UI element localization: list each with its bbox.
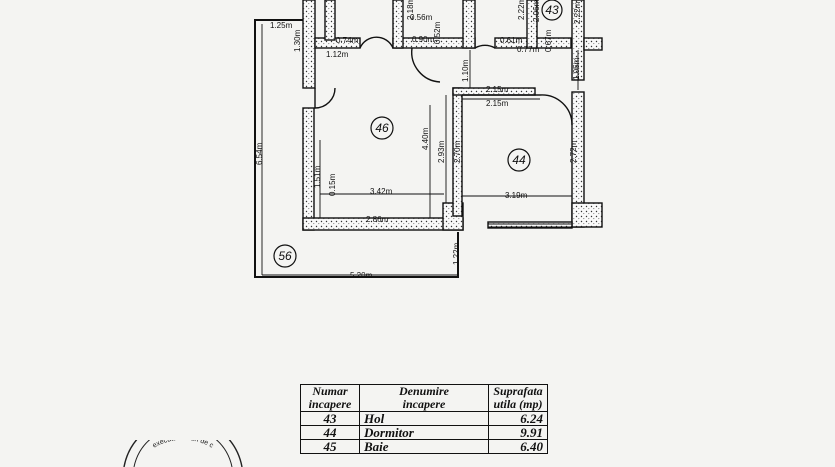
dim-label: 2.22m (517, 0, 526, 20)
dim-label: 2.86m (366, 215, 389, 224)
dim-label: 1.06m (572, 57, 581, 80)
dim-label: 2.06m (532, 0, 541, 22)
dim-label: 0.77m (517, 45, 540, 54)
cell-room-name: Hol (359, 411, 489, 426)
cell-room-area: 9.91 (488, 425, 548, 440)
wall-left-upper (302, 0, 316, 89)
room-56-marker: 56 (273, 244, 297, 268)
cell-room-area: 6.40 (488, 439, 548, 454)
cell-room-area: 6.24 (488, 411, 548, 426)
wall-43-left (526, 0, 538, 49)
table-row: 44 Dormitor 9.91 (300, 425, 548, 440)
cell-room-number: 43 (300, 411, 360, 426)
wall-bath-left (392, 0, 404, 49)
dim-label: 1.10m (461, 59, 470, 82)
room-43-label: 43 (545, 3, 559, 17)
dim-label: 5.20m (350, 271, 373, 280)
dim-label: 2.93m (437, 140, 446, 163)
wall-right-bottom (571, 202, 603, 228)
dim-label: 0.52m (433, 21, 442, 44)
dim-label: 4.40m (421, 127, 430, 150)
table-row: 43 Hol 6.24 (300, 411, 548, 426)
room-46-label: 46 (375, 121, 389, 135)
wall-bath-right (462, 0, 476, 49)
dim-label: 0.90m (412, 35, 435, 44)
walls (302, 0, 603, 231)
dim-label: 1.22m (452, 242, 461, 265)
dim-label: 1.12m (326, 50, 349, 59)
room-46-marker: 46 (370, 116, 394, 140)
dim-label: 0.56m (410, 13, 433, 22)
door-46-left (314, 87, 336, 109)
room-43-marker: 43 (541, 0, 563, 21)
dim-label: 1.30m (293, 29, 302, 52)
door-46-top (411, 47, 441, 83)
cell-room-number: 44 (300, 425, 360, 440)
dim-label: 2.15m (486, 85, 509, 94)
dim-label: 0.67m (544, 29, 553, 52)
dim-label: 2.72m (569, 140, 578, 163)
wall-43-stub (583, 37, 603, 51)
window-sill (487, 221, 573, 229)
dim-label: 1.51m (313, 165, 322, 188)
dimension-labels: 1.25m 1.30m 0.74m 1.12m 0.56m 0.90m 2.18… (255, 0, 582, 280)
room-markers: 43 46 44 56 (273, 0, 563, 268)
dim-label: 0.61m (500, 36, 523, 45)
dim-label: 0.15m (328, 173, 337, 196)
dim-label: 0.74m (336, 36, 359, 45)
cell-room-name: Dormitor (359, 425, 489, 440)
dim-label: 1.25m (270, 21, 293, 30)
dim-label: 3.42m (370, 187, 393, 196)
window-lines (488, 223, 572, 228)
dim-label: 2.70m (453, 140, 462, 163)
dim-label: 2.22m (573, 1, 582, 24)
dim-label: 2.15m (486, 99, 509, 108)
room-44-marker: 44 (507, 148, 531, 172)
cell-room-name: Baie (359, 439, 489, 454)
stamp-seal: executa lucrari de c (123, 440, 243, 467)
door-swings (314, 36, 573, 126)
room-44-label: 44 (512, 153, 526, 167)
dim-label: 2.18m (406, 0, 415, 20)
dim-label: 6.54m (255, 142, 264, 165)
door-hall-a (359, 36, 394, 49)
room-56-label: 56 (278, 249, 292, 263)
wall-hall-lower (314, 37, 361, 49)
wall-hall-post (324, 0, 336, 41)
svg-text:executa lucrari de c: executa lucrari de c (152, 440, 215, 450)
table-row: 45 Baie 6.40 (300, 439, 548, 454)
door-bath (474, 44, 496, 49)
balcony-outline (254, 19, 459, 278)
cell-room-number: 45 (300, 439, 360, 454)
door-44 (462, 94, 573, 126)
dim-label: 3.19m (505, 191, 528, 200)
dimension-lines (261, 24, 579, 276)
